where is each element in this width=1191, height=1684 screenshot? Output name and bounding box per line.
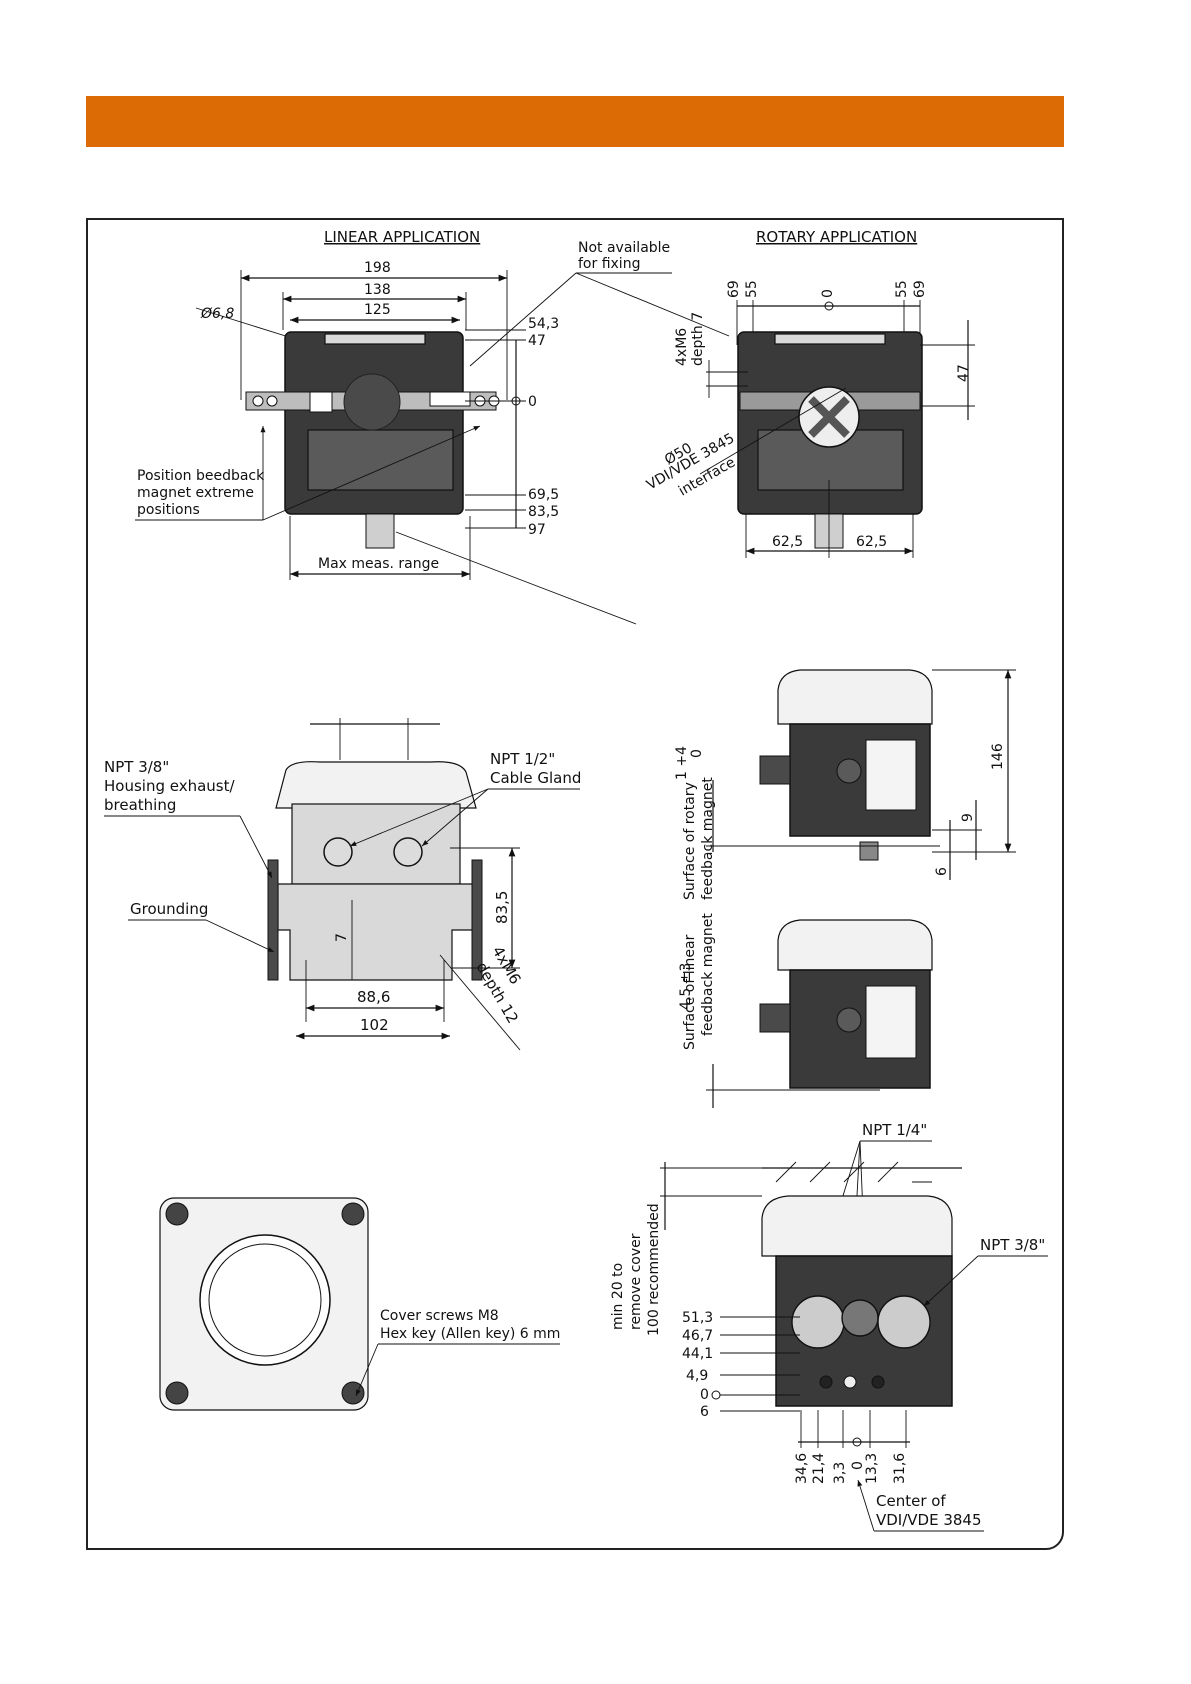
npt38-label-3: breathing — [104, 796, 176, 814]
linear-application-view: LINEAR APPLICATION 198 138 125 Ø6,8 — [135, 228, 730, 625]
port-left — [791, 1295, 845, 1349]
lin-surface-label-2: feedback magnet — [700, 913, 716, 1036]
note-magnet-3: positions — [137, 502, 200, 518]
dim-69-right: 69 — [912, 280, 928, 298]
lin-surface-label-1: Surface of linear — [682, 934, 698, 1050]
note-fixing-2: for fixing — [578, 256, 640, 272]
bh-31-6: 31,6 — [892, 1453, 908, 1484]
bh-3-3: 3,3 — [832, 1462, 848, 1484]
bottom-view: NPT 1/4" NPT 3/8" min 20 to remove cover… — [610, 1121, 1048, 1532]
rot-surface-val: 1 +4 — [674, 746, 690, 780]
dim-6-side: 6 — [934, 867, 950, 876]
dim-83-5: 83,5 — [528, 504, 559, 520]
dim-62-5-right: 62,5 — [856, 534, 887, 550]
clearance-3: 100 recommended — [646, 1203, 662, 1336]
npt38-bottom: NPT 3/8" — [980, 1236, 1045, 1254]
port-right — [877, 1295, 931, 1349]
bv-44-1: 44,1 — [682, 1346, 713, 1362]
bh-0: 0 — [850, 1461, 866, 1470]
bh-13-3: 13,3 — [864, 1453, 880, 1484]
dim-102: 102 — [360, 1016, 389, 1034]
linear-title: LINEAR APPLICATION — [324, 228, 480, 246]
note-magnet-2: magnet extreme — [137, 485, 254, 501]
dim-88-6: 88,6 — [357, 988, 390, 1006]
dim-69-left: 69 — [726, 280, 742, 298]
cover-note-2: Hex key (Allen key) 6 mm — [380, 1326, 560, 1342]
front-view: NPT 3/8" Housing exhaust/ breathing NPT … — [104, 718, 581, 1051]
dim-47-rotary: 47 — [956, 364, 972, 382]
dim-198: 198 — [364, 260, 391, 276]
dim-47: 47 — [528, 333, 546, 349]
screw-label-1: 4xM6 — [674, 328, 690, 366]
bv-46-7: 46,7 — [682, 1328, 713, 1344]
drawing-frame — [86, 218, 1064, 1550]
rot-surface-label-2: feedback magnet — [700, 777, 716, 900]
note-fixing-1: Not available — [578, 240, 670, 256]
dim-138: 138 — [364, 282, 391, 298]
clearance-2: remove cover — [628, 1233, 644, 1330]
dim-69-5: 69,5 — [528, 487, 559, 503]
grounding-label: Grounding — [130, 900, 208, 918]
center-label-1: Center of — [876, 1492, 946, 1510]
dim-hole: Ø6,8 — [200, 306, 234, 322]
lin-surface-val: 4,5 ±3 — [678, 963, 694, 1010]
rotary-application-view: ROTARY APPLICATION 69 55 0 55 69 4xM6 de… — [644, 228, 975, 558]
screw-label-2: depth 7 — [690, 312, 706, 366]
npt38-label-1: NPT 3/8" — [104, 758, 169, 776]
port-center — [841, 1299, 879, 1337]
max-range-label: Max meas. range — [318, 556, 439, 572]
dim-7-front: 7 — [334, 933, 350, 942]
header-bar — [86, 96, 1064, 147]
port-npt-1-2 — [393, 837, 423, 867]
npt14-label: NPT 1/4" — [862, 1121, 927, 1139]
note-magnet-1: Position beedback — [137, 468, 265, 484]
cover-note-1: Cover screws M8 — [380, 1308, 499, 1324]
cover-view: Cover screws M8 Hex key (Allen key) 6 mm — [159, 1197, 560, 1411]
dim-55-right: 55 — [894, 280, 910, 298]
dim-125: 125 — [364, 302, 391, 318]
dim-0: 0 — [528, 394, 537, 410]
bv-4-9: 4,9 — [686, 1368, 708, 1384]
rotary-title: ROTARY APPLICATION — [756, 228, 917, 246]
rot-surface-val-2: 0 — [689, 749, 705, 758]
dim-97: 97 — [528, 522, 546, 538]
rot-surface-label-1: Surface of rotary — [682, 782, 698, 900]
dim-9: 9 — [960, 813, 976, 822]
bh-34-6: 34,6 — [794, 1453, 810, 1484]
center-label-2: VDI/VDE 3845 — [876, 1511, 982, 1529]
clearance-1: min 20 to — [610, 1263, 626, 1330]
bv-6: 6 — [700, 1404, 709, 1420]
side-view-linear: 4,5 ±3 Surface of linear feedback magnet — [678, 913, 933, 1108]
dim-62-5-left: 62,5 — [772, 534, 803, 550]
npt12-label-1: NPT 1/2" — [490, 750, 555, 768]
dim-0-center: 0 — [820, 289, 836, 298]
npt38-label-2: Housing exhaust/ — [104, 777, 235, 795]
bv-0: 0 — [700, 1387, 709, 1403]
dim-146: 146 — [990, 743, 1006, 770]
dim-83-5-front: 83,5 — [493, 891, 511, 924]
bv-51-3: 51,3 — [682, 1310, 713, 1326]
npt12-label-2: Cable Gland — [490, 769, 581, 787]
port-npt-3-8 — [323, 837, 353, 867]
dim-54-3: 54,3 — [528, 316, 559, 332]
dim-55-left: 55 — [744, 280, 760, 298]
side-view-rotary: 1 +4 0 Surface of rotary feedback magnet… — [674, 669, 1016, 900]
bh-21-4: 21,4 — [811, 1453, 827, 1484]
